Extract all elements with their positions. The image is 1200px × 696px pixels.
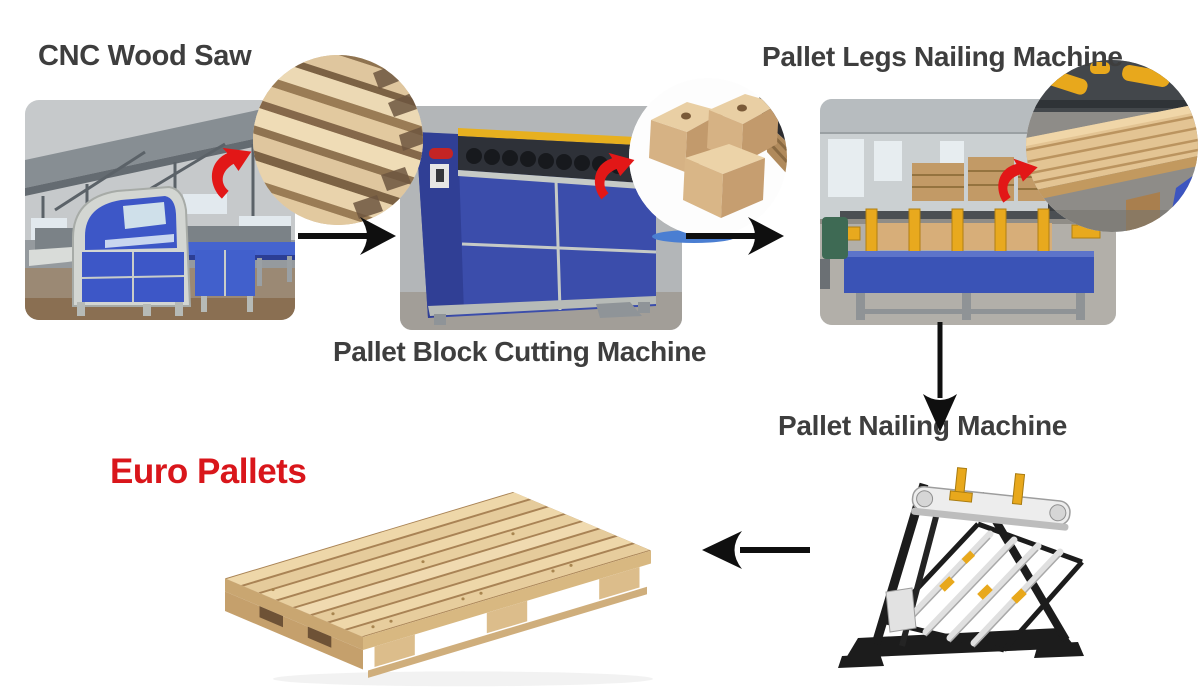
euro-pallet-photo xyxy=(213,478,658,690)
stage-label-pallet-legs-nailing-machine: Pallet Legs Nailing Machine xyxy=(762,41,1123,72)
flow-arrow-right-2-icon xyxy=(686,217,784,255)
inset-pointer-arrow-icon xyxy=(588,152,638,202)
cut-lumber-inset-photo xyxy=(253,55,423,225)
inset-pointer-arrow-icon xyxy=(201,143,262,204)
stage-label-euro-pallets: Euro Pallets xyxy=(110,452,307,491)
inset-pointer-arrow-icon xyxy=(990,156,1041,207)
stage-label-pallet-nailing-machine: Pallet Nailing Machine xyxy=(778,410,1068,441)
pallet-decks-inset-photo xyxy=(1026,60,1198,232)
flow-arrow-down-icon xyxy=(923,322,957,432)
flow-arrow-left-icon xyxy=(702,531,810,569)
cnc-wood-saw-photo xyxy=(25,100,295,320)
flow-arrow-right-1-icon xyxy=(298,217,396,255)
stage-label-pallet-block-cutting-machine: Pallet Block Cutting Machine xyxy=(333,336,707,367)
pallet-nailing-machine-photo xyxy=(828,442,1096,674)
pallet-blocks-inset-photo xyxy=(629,78,787,236)
stage-label-cnc-wood-saw: CNC Wood Saw xyxy=(38,40,252,72)
